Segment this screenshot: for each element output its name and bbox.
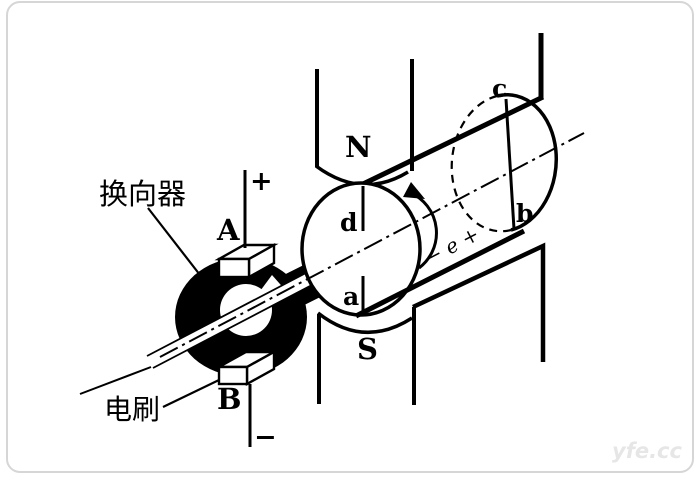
coil-corner-a-label: a [343, 282, 359, 311]
terminal-minus-sign: − [254, 422, 277, 453]
coil-corner-d-label: d [340, 208, 357, 237]
brush-a-label: A [216, 213, 240, 247]
brush-b-label: B [217, 382, 242, 416]
shaft-band-upper-edge [146, 262, 326, 357]
coil-top-conductor-dc [361, 94, 545, 187]
s-pole-back-edge [412, 242, 546, 362]
commutator-label: 换向器 [99, 177, 186, 211]
commutator-leader-line [147, 207, 201, 276]
brush-a-front-face [217, 257, 251, 279]
shaft-end-line [79, 366, 152, 395]
south-pole-label: S [357, 332, 378, 366]
north-pole-label: N [345, 130, 372, 164]
rotation-arrow-arc [410, 191, 438, 270]
armature-right-face-edge [496, 93, 558, 232]
brush-label: 电刷 [104, 393, 160, 426]
terminal-plus-sign: + [250, 166, 273, 197]
s-pole-shoe-arc [316, 311, 413, 335]
shaft-axis-centerline [159, 132, 585, 358]
watermark-text: yfe.cc [612, 439, 682, 463]
brush-b-front-face [217, 365, 249, 386]
shaft-band-lower-edge [152, 274, 332, 369]
coil-corner-c-label: c [492, 74, 507, 103]
rotation-arrow-head [403, 182, 425, 199]
coil-right-end-cb [504, 98, 516, 230]
shaft-band [146, 263, 332, 368]
armature-right-face-hidden-edge [450, 94, 512, 233]
coil-corner-b-label: b [516, 199, 533, 228]
coil-bottom-conductor-ab [354, 228, 526, 319]
brush-leader-line [162, 379, 220, 408]
